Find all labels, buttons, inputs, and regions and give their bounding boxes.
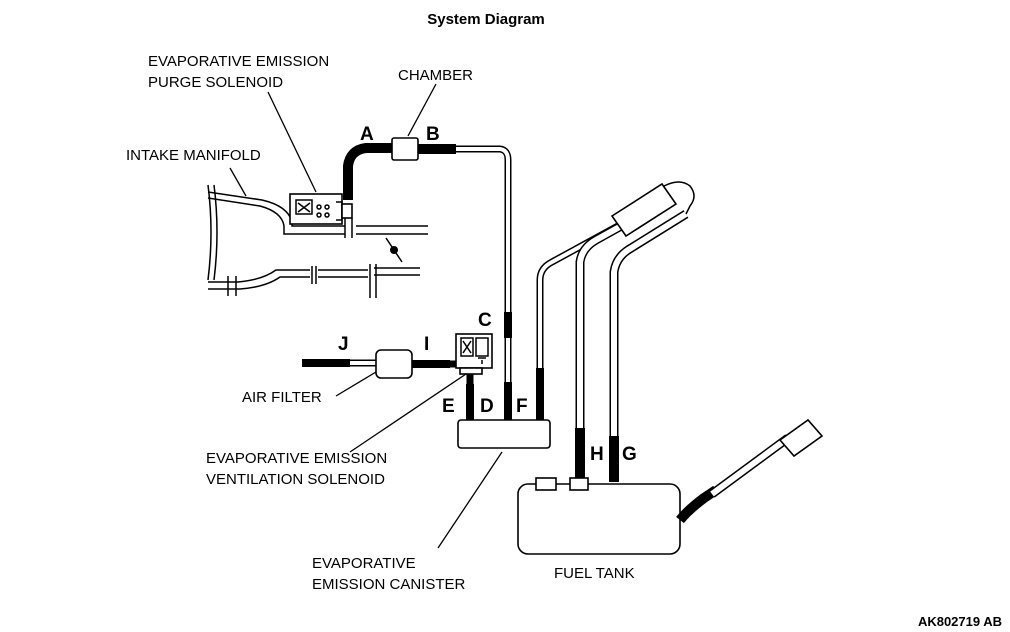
label-chamber: CHAMBER: [398, 67, 473, 84]
chamber: [391, 137, 419, 161]
label-fuel-tank: FUEL TANK: [554, 565, 635, 582]
letter-j: J: [338, 334, 349, 355]
evaporative-emission-canister: [457, 419, 551, 449]
diagram-title: System Diagram: [427, 11, 545, 28]
letter-a: A: [360, 124, 374, 145]
vent-valve: [610, 181, 695, 238]
figure-code: AK802719 AB: [918, 614, 1002, 629]
label-purge-solenoid-line2: PURGE SOLENOID: [148, 74, 283, 91]
filler-neck: [676, 418, 824, 524]
intake-manifold: [207, 184, 428, 298]
letter-f: F: [516, 396, 528, 417]
fuel-tank: [517, 477, 681, 555]
label-intake-manifold: INTAKE MANIFOLD: [126, 147, 261, 164]
label-air-filter: AIR FILTER: [242, 389, 322, 406]
letter-g: G: [622, 444, 637, 465]
label-ventilation-solenoid-line2: VENTILATION SOLENOID: [206, 471, 385, 488]
label-canister-line2: EMISSION CANISTER: [312, 576, 466, 593]
ventilation-solenoid: [455, 333, 493, 375]
air-filter: [375, 349, 413, 379]
purge-solenoid: [289, 193, 353, 238]
letter-i: I: [424, 334, 429, 355]
label-purge-solenoid-line1: EVAPORATIVE EMISSION: [148, 53, 329, 70]
label-ventilation-solenoid-line1: EVAPORATIVE EMISSION: [206, 450, 387, 467]
letter-d: D: [480, 396, 494, 417]
letter-h: H: [590, 444, 604, 465]
letter-b: B: [426, 124, 440, 145]
hose-a: [343, 143, 394, 200]
letter-e: E: [442, 396, 455, 417]
letter-c: C: [478, 310, 492, 331]
label-canister-line1: EVAPORATIVE: [312, 555, 416, 572]
